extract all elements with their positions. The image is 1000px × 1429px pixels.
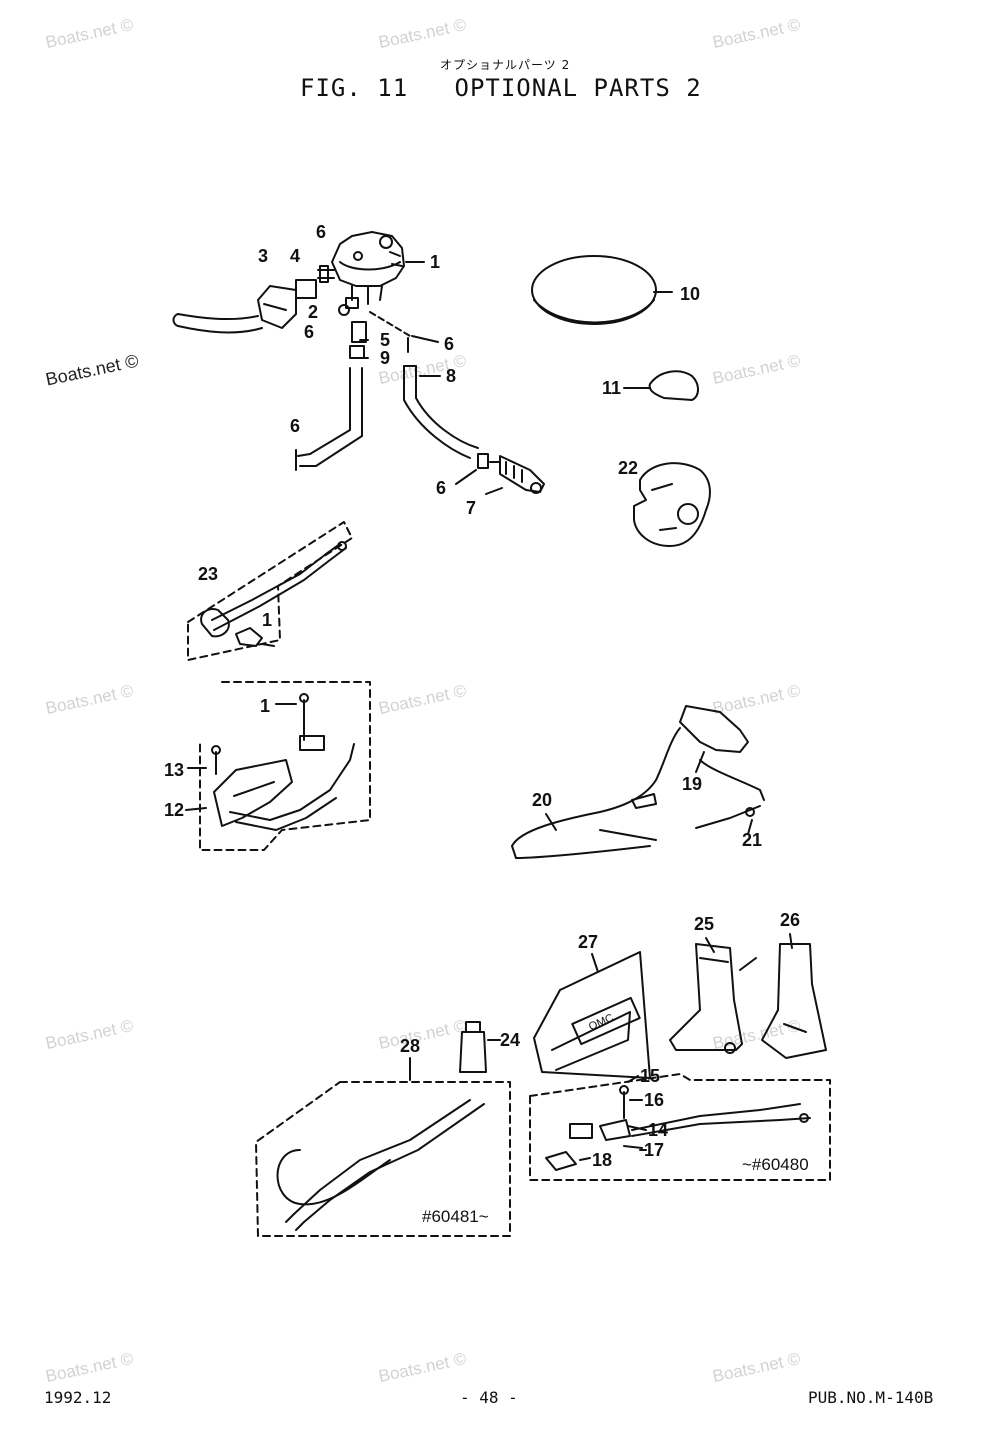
callout: 19 <box>682 774 702 794</box>
callout: 20 <box>532 790 552 810</box>
part-23-kit <box>187 521 353 661</box>
callout: 18 <box>592 1150 612 1170</box>
leader-lines <box>185 261 793 1161</box>
callout: 2 <box>308 302 318 322</box>
callout: 6 <box>436 478 446 498</box>
figure-subtitle-japanese: オプショナルパーツ 2 <box>440 58 571 72</box>
part-25-stand <box>669 943 757 1054</box>
part-19-20-21-harness <box>511 705 765 859</box>
callout: 13 <box>164 760 184 780</box>
footer-date: 1992.12 <box>44 1388 112 1407</box>
callout: 6 <box>290 416 300 436</box>
callout: 7 <box>466 498 476 518</box>
callout: 5 <box>380 330 390 350</box>
callout: 1 <box>262 610 272 630</box>
part-26-stand <box>761 943 827 1059</box>
part-11-cap <box>648 370 699 401</box>
callout: 6 <box>316 222 326 242</box>
serial-range-label: #60481~ <box>422 1207 489 1226</box>
callout: 10 <box>680 284 700 304</box>
part-27-cover <box>533 951 651 1079</box>
serial-range-label: ~#60480 <box>742 1155 809 1174</box>
callout: 23 <box>198 564 218 584</box>
callout: 21 <box>742 830 762 850</box>
part-14-18-group <box>529 1073 831 1181</box>
callout: 12 <box>164 800 184 820</box>
callout: 8 <box>446 366 456 386</box>
callout: 6 <box>304 322 314 342</box>
part-10-disc <box>531 255 657 325</box>
callout: 15 <box>640 1066 660 1086</box>
callout: 16 <box>644 1090 664 1110</box>
part-24-bottle <box>459 1021 487 1073</box>
callout: 1 <box>260 696 270 716</box>
callout: 17 <box>644 1140 664 1160</box>
callout: 28 <box>400 1036 420 1056</box>
callout: 27 <box>578 932 598 952</box>
callout: 24 <box>500 1030 520 1050</box>
callout: 22 <box>618 458 638 478</box>
callout: 11 <box>602 378 621 398</box>
callout: 25 <box>694 914 714 934</box>
fuel-pump-assembly <box>172 231 545 494</box>
callout: 9 <box>380 348 390 368</box>
callout: 1 <box>430 252 440 272</box>
callout: 14 <box>648 1120 668 1140</box>
part-28-cable-kit <box>255 1081 511 1237</box>
figure-title: FIG. 11 OPTIONAL PARTS 2 <box>300 74 702 102</box>
part-22-bracket <box>633 462 711 547</box>
callout: 3 <box>258 246 268 266</box>
callout: 6 <box>444 334 454 354</box>
callout: 26 <box>780 910 800 930</box>
part-12-group <box>199 681 371 851</box>
footer-publication-number: PUB.NO.M-140B <box>808 1388 934 1407</box>
footer-page-number: - 48 - <box>460 1388 518 1407</box>
callout: 4 <box>290 246 300 266</box>
callout-labels: 1 2 3 4 5 6 6 6 6 6 7 8 9 10 11 22 23 1 … <box>164 222 809 1226</box>
